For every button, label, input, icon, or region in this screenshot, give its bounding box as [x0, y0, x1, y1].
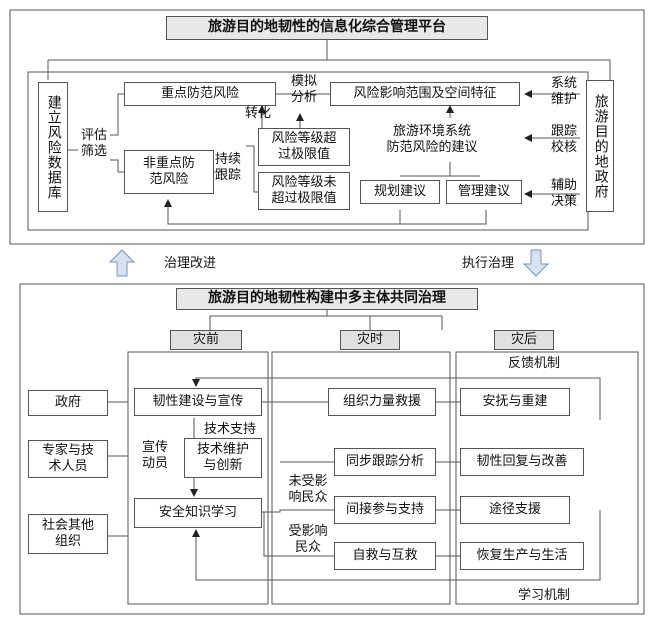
execute-governance-label: 执行治理 [461, 256, 514, 271]
resilience-building-box: 韧性建设与宣传 [134, 388, 262, 416]
governance-improve-label: 治理改进 [164, 256, 217, 271]
indirect-support-box: 间接参与支持 [334, 496, 436, 524]
organize-rescue-box: 组织力量救援 [328, 388, 436, 416]
top-title: 旅游目的地韧性的信息化综合管理平台 [166, 16, 488, 40]
not-exceed-limit-box: 风险等级未 超过极限值 [258, 172, 350, 210]
publicize-mobilize-label: 宣传 动员 [141, 440, 168, 472]
phase-after: 灾后 [494, 330, 554, 350]
impact-box: 风险影响范围及空间特征 [330, 82, 520, 106]
bottom-frame [19, 283, 645, 615]
planning-advice-box: 规划建议 [360, 180, 440, 204]
assist-decision-label: 辅助 决策 [550, 178, 577, 210]
actor-social-orgs: 社会其他 组织 [28, 514, 108, 554]
system-maintenance-label: 系统 维护 [550, 76, 577, 108]
tech-maintenance-box: 技术维护 与创新 [184, 438, 262, 478]
risk-database-box: 建立风险数据库 [38, 82, 68, 212]
key-risk-box: 重点防范风险 [124, 82, 276, 106]
restore-production-box: 恢复生产与生活 [460, 542, 584, 570]
management-advice-box: 管理建议 [446, 180, 522, 204]
learning-mechanism-label: 学习机制 [517, 588, 570, 603]
actor-government: 政府 [28, 390, 108, 416]
environment-advice-box: 旅游环境系统 防范风险的建议 [372, 118, 492, 162]
government-box: 旅游目的地政府 [586, 80, 614, 212]
tech-support-label: 技术支持 [203, 422, 256, 437]
bottom-title: 旅游目的地韧性构建中多主体共同治理 [176, 288, 478, 310]
unaffected-public-label: 未受影 响民众 [288, 474, 328, 506]
down-arrow-icon [522, 249, 550, 277]
nonkey-risk-box: 非重点防 范风险 [124, 150, 214, 194]
feedback-mechanism-label: 反馈机制 [507, 356, 560, 371]
phase-during: 灾时 [340, 330, 400, 350]
top-frame [9, 9, 645, 245]
track-check-label: 跟踪 校核 [550, 124, 577, 156]
actor-experts: 专家与技 术人员 [28, 440, 108, 478]
resilience-recovery-box: 韧性回复与改善 [460, 448, 584, 476]
exceed-limit-box: 风险等级超 过极限值 [258, 128, 350, 166]
channel-support-box: 途径支援 [460, 496, 570, 524]
safety-learning-box: 安全知识学习 [134, 498, 262, 528]
continuous-track-label: 持续 跟踪 [214, 152, 241, 184]
affected-public-label: 受影响 民众 [288, 524, 328, 556]
eval-screen-label: 评估 筛选 [80, 128, 107, 160]
comfort-rebuild-box: 安抚与重建 [460, 388, 570, 416]
simulation-label: 模拟 分析 [290, 74, 317, 106]
transform-label: 转化 [244, 106, 271, 121]
phase-before: 灾前 [170, 330, 242, 350]
up-arrow-icon [108, 249, 136, 277]
sync-tracking-box: 同步跟踪分析 [334, 448, 436, 476]
self-rescue-box: 自救与互救 [334, 542, 436, 570]
